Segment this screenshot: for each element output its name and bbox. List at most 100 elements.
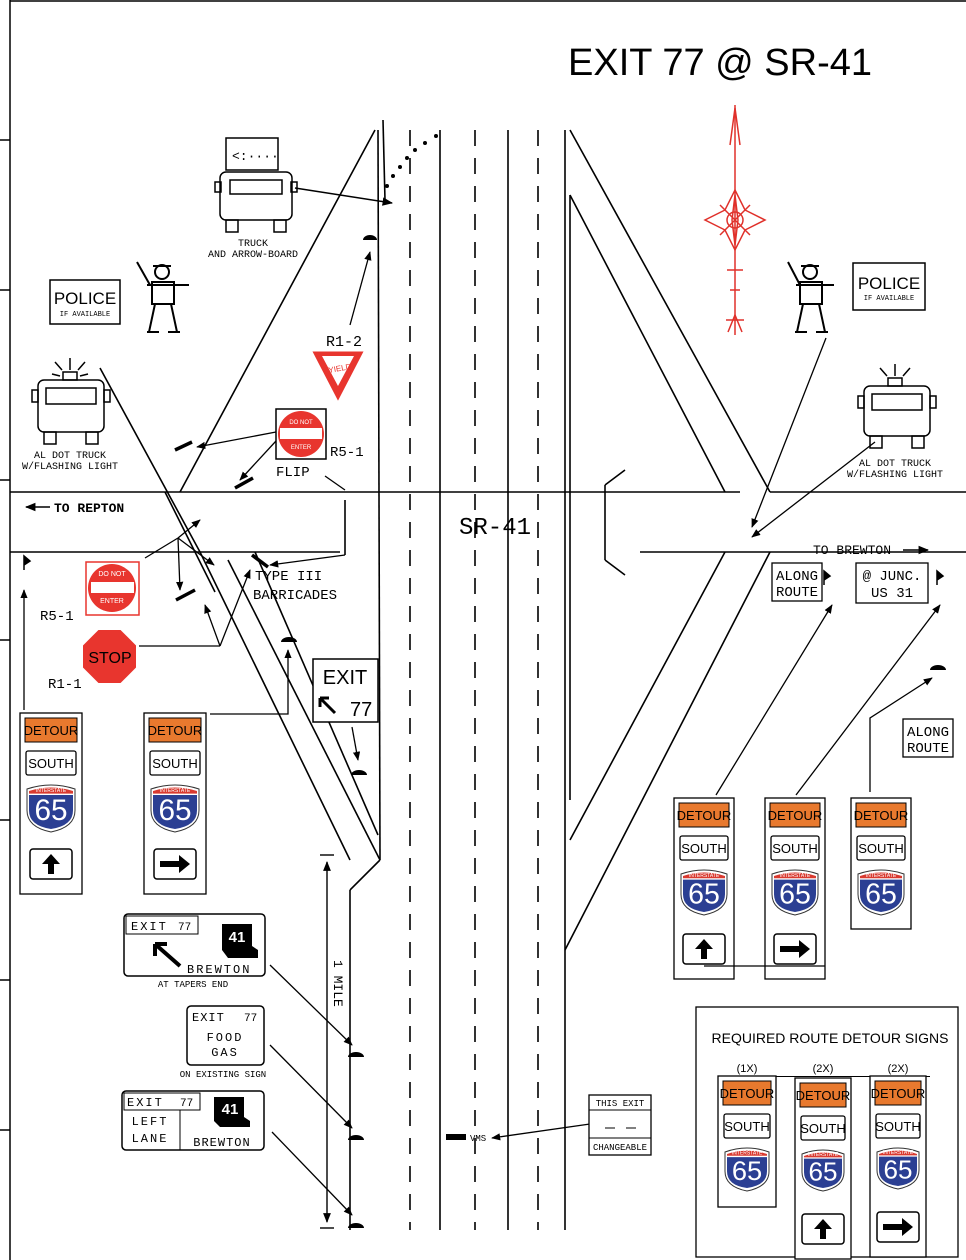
- svg-text:ENTER: ENTER: [100, 598, 124, 605]
- svg-text:INTERSTATE: INTERSTATE: [689, 873, 720, 879]
- svg-text:FOOD: FOOD: [207, 1031, 244, 1045]
- svg-text:LANE: LANE: [132, 1132, 169, 1146]
- cone-taper: [385, 134, 438, 188]
- svg-text:65: 65: [158, 794, 191, 827]
- truck-caption-2: AND ARROW-BOARD: [208, 250, 298, 261]
- yield-cone: [363, 235, 377, 240]
- detour2-leader: [210, 649, 292, 715]
- svg-text:POLICE: POLICE: [858, 274, 920, 293]
- svg-text:THIS EXIT: THIS EXIT: [596, 1099, 645, 1109]
- svg-text:IF AVAILABLE: IF AVAILABLE: [864, 295, 914, 303]
- exit-brewton-sign-tapers: EXIT 77 41 BREWTON: [123, 913, 266, 977]
- police-officer-icon: [136, 261, 189, 333]
- legend-title: REQUIRED ROUTE DETOUR SIGNS: [712, 1030, 949, 1046]
- svg-text:77: 77: [350, 699, 372, 721]
- svg-text:INTERSTATE: INTERSTATE: [780, 873, 811, 879]
- junc-us31-sign: @ JUNC. US 31: [855, 562, 929, 604]
- svg-text:INTERSTATE: INTERSTATE: [732, 1150, 763, 1156]
- svg-text:INTERSTATE: INTERSTATE: [36, 788, 67, 794]
- svg-text:DO NOT: DO NOT: [98, 571, 126, 578]
- svg-text:POLICE: POLICE: [54, 289, 116, 308]
- arrowboard-glyph: <:····: [232, 149, 279, 164]
- right-cone: [930, 665, 946, 670]
- flag-1: [823, 569, 832, 585]
- svg-text:77: 77: [178, 922, 191, 934]
- south-plate: [25, 750, 77, 776]
- barricade-leaders: [139, 431, 346, 647]
- vms-leader: [491, 1123, 591, 1141]
- svg-text:EXIT: EXIT: [323, 667, 367, 689]
- detour-text: DETOUR: [24, 723, 79, 738]
- svg-text:GAS: GAS: [211, 1046, 239, 1060]
- aldot-truck-right: [857, 364, 937, 449]
- barricades-label-2: BARRICADES: [253, 588, 337, 604]
- south-text: SOUTH: [681, 841, 727, 856]
- svg-text:65: 65: [688, 879, 720, 911]
- tapers-leader: [269, 964, 353, 1046]
- police-sign-left: POLICE IF AVAILABLE: [49, 279, 121, 325]
- detour-text: DETOUR: [796, 1088, 851, 1103]
- tapers-caption: AT TAPERS END: [158, 980, 228, 990]
- south-plate: [679, 835, 729, 861]
- yield-leader: [349, 251, 372, 326]
- svg-text:ALONG: ALONG: [776, 569, 818, 585]
- food-leader: [269, 1044, 353, 1129]
- flag-2: [936, 569, 945, 585]
- svg-text:65: 65: [884, 1155, 913, 1185]
- svg-text:LEFT: LEFT: [132, 1115, 169, 1129]
- detour-text: DETOUR: [148, 723, 203, 738]
- detour-text: DETOUR: [768, 808, 823, 823]
- svg-text:INTERSTATE: INTERSTATE: [160, 788, 191, 794]
- svg-text:ROUTE: ROUTE: [907, 741, 949, 757]
- barricade-marks: [174, 440, 270, 602]
- south-text: SOUTH: [800, 1121, 846, 1136]
- svg-text:INTERSTATE: INTERSTATE: [808, 1152, 839, 1158]
- svg-text:EXIT: EXIT: [131, 920, 168, 934]
- right-arrow-icon: [153, 848, 197, 880]
- to-brewton-label: TO BREWTON: [813, 543, 930, 558]
- south-text: SOUTH: [772, 841, 818, 856]
- diagram-title: EXIT 77 @ SR-41: [568, 42, 872, 84]
- svg-text:DO NOT: DO NOT: [289, 420, 313, 426]
- south-plate: [149, 750, 201, 776]
- north-arrow-icon: [703, 105, 767, 335]
- exit-77-leader: [351, 726, 361, 761]
- left-lane-sign: EXIT 77 LEFT LANE 41 BREWTON: [121, 1090, 265, 1151]
- food-gas-sign: EXIT 77 FOOD GAS: [186, 1005, 265, 1066]
- lane-lines: [409, 130, 539, 1230]
- svg-text:65: 65: [809, 1157, 838, 1187]
- south-plate: [856, 835, 906, 861]
- flashing-light-icon-right: [879, 364, 911, 387]
- legend: REQUIRED ROUTE DETOUR SIGNS (1X) (2X) (2…: [695, 1006, 959, 1260]
- svg-text:BREWTON: BREWTON: [193, 1136, 250, 1150]
- up-arrow-icon: [682, 933, 726, 965]
- do-not-enter-sign-top: DO NOT ENTER: [275, 408, 327, 460]
- svg-text:TO BREWTON: TO BREWTON: [813, 543, 891, 558]
- svg-text:65: 65: [732, 1155, 762, 1186]
- svg-text:EXIT: EXIT: [192, 1011, 225, 1025]
- south-text: SOUTH: [724, 1119, 770, 1134]
- stop-code: R1-1: [48, 677, 82, 693]
- detour-plate: [874, 1080, 922, 1106]
- flashing-light-icon: [51, 358, 89, 381]
- barricades-label: TYPE III: [255, 569, 322, 585]
- aldot-right-caption-2: W/FLASHING LIGHT: [847, 469, 943, 481]
- svg-text:ROUTE: ROUTE: [776, 585, 818, 601]
- right-arrow-icon: [773, 933, 817, 965]
- do-not-enter-sign-left: DO NOT ENTER: [85, 561, 140, 616]
- left-lane-leader: [271, 1131, 353, 1216]
- exit-77-cone: [351, 770, 367, 775]
- aldot-left-caption: AL DOT TRUCK: [34, 451, 106, 462]
- svg-text:@ JUNC.: @ JUNC.: [863, 569, 922, 585]
- left-flag: [23, 554, 32, 570]
- along-route-sign-1: ALONG ROUTE: [771, 562, 823, 602]
- road-geometry: [10, 119, 966, 1230]
